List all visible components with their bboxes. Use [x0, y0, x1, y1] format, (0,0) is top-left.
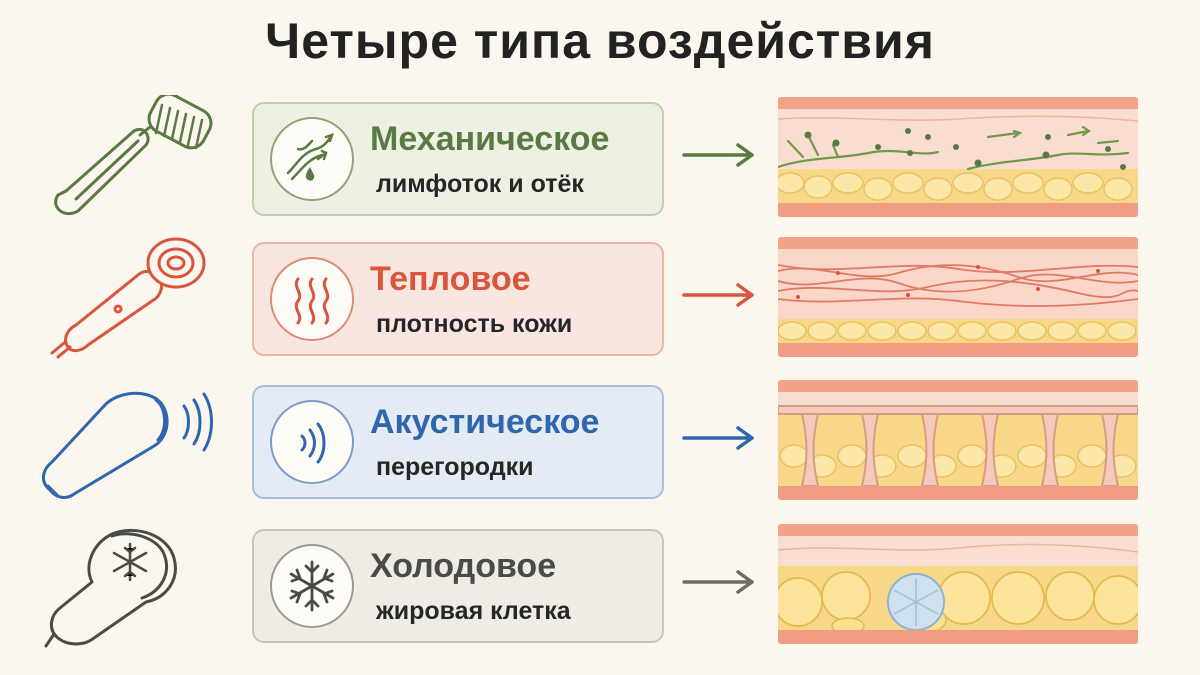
card-title: Холодовое	[370, 547, 557, 585]
skin-illustration	[778, 524, 1138, 644]
card-subtitle: плотность кожи	[376, 310, 573, 338]
card-acoustic: Акустическое перегородки	[252, 385, 664, 499]
card-title: Механическое	[370, 120, 610, 158]
arrow-icon	[680, 423, 760, 453]
row-acoustic: Акустическое перегородки	[0, 378, 1200, 508]
row-cold: Холодовое жировая клетка	[0, 522, 1200, 652]
card-cold: Холодовое жировая клетка	[252, 529, 664, 643]
card-subtitle: лимфоток и отёк	[376, 170, 584, 198]
rf-device-icon	[28, 235, 228, 365]
card-subtitle: перегородки	[376, 453, 534, 481]
row-mechanical: Механическое лимфоток и отёк	[0, 92, 1200, 225]
card-subtitle: жировая клетка	[376, 597, 571, 625]
skin-illustration	[778, 97, 1138, 217]
row-thermal: Тепловое плотность кожи	[0, 235, 1200, 365]
cryo-device-icon	[28, 522, 228, 652]
arrow-icon	[680, 280, 760, 310]
massage-roller-icon	[28, 92, 228, 225]
heat-waves-icon	[270, 257, 354, 341]
skin-illustration	[778, 237, 1138, 357]
snowflake-icon	[270, 544, 354, 628]
ultrasound-device-icon	[28, 378, 228, 508]
sound-waves-icon	[270, 400, 354, 484]
card-mechanical: Механическое лимфоток и отёк	[252, 102, 664, 216]
lymph-flow-icon	[270, 117, 354, 201]
card-title: Тепловое	[370, 260, 531, 298]
page-title: Четыре типа воздействия	[265, 13, 935, 69]
card-title: Акустическое	[370, 403, 600, 441]
arrow-icon	[680, 567, 760, 597]
card-thermal: Тепловое плотность кожи	[252, 242, 664, 356]
arrow-icon	[680, 140, 760, 170]
skin-illustration	[778, 380, 1138, 500]
